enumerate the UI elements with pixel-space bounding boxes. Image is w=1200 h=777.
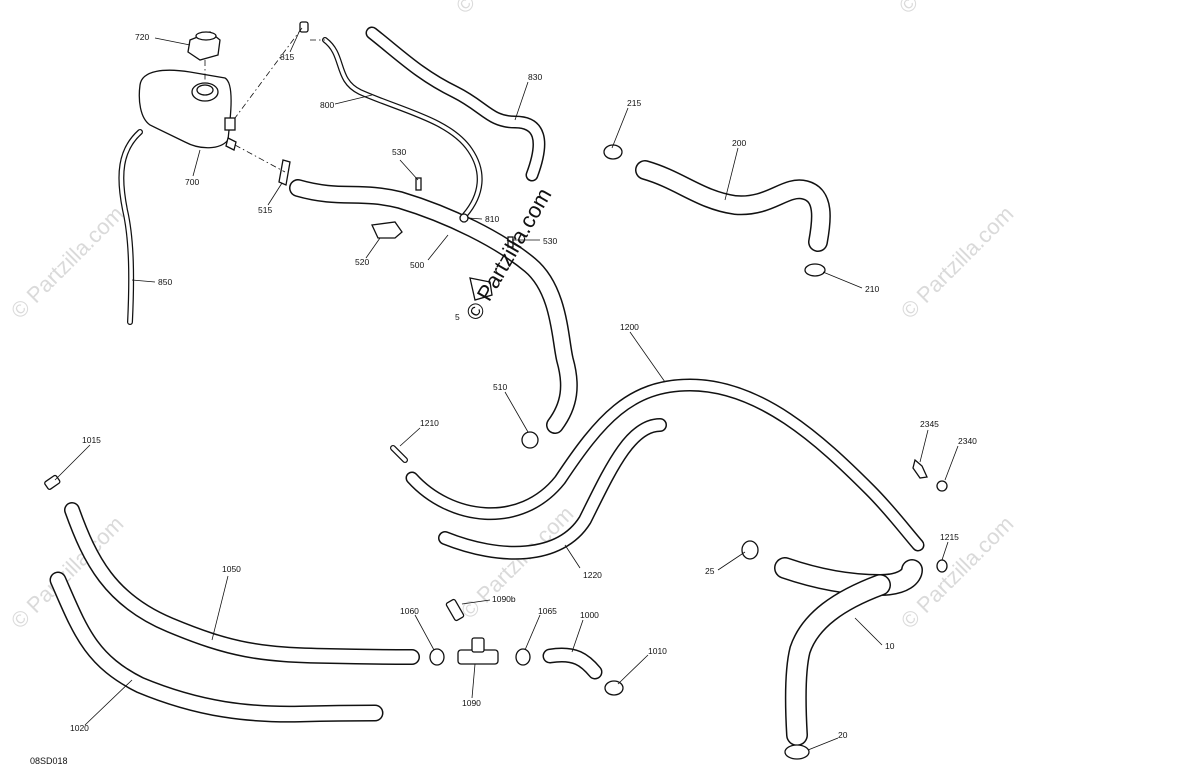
callout-1090b[interactable]: 1090b xyxy=(492,594,516,604)
callout-1210[interactable]: 1210 xyxy=(420,418,439,428)
assembly-lines xyxy=(204,27,325,173)
callout-830[interactable]: 830 xyxy=(528,72,542,82)
callout-850[interactable]: 850 xyxy=(158,277,172,287)
callout-20[interactable]: 20 xyxy=(838,730,848,740)
hose-1210 xyxy=(390,445,408,463)
part-520-clip xyxy=(371,221,403,239)
leader-lines xyxy=(54,29,959,751)
hose-10 xyxy=(774,557,923,746)
part-1060-clamp xyxy=(429,648,445,666)
part-810-nut xyxy=(459,213,469,223)
hose-1000 xyxy=(542,647,603,680)
hose-500 xyxy=(289,179,578,434)
part-700-reservoir xyxy=(138,69,237,151)
callout-810[interactable]: 810 xyxy=(485,214,499,224)
part-2340-nut xyxy=(936,480,948,492)
hose-850 xyxy=(118,129,143,325)
callout-520[interactable]: 520 xyxy=(355,257,369,267)
part-720-cap xyxy=(187,31,221,61)
hose-200 xyxy=(635,160,831,252)
callout-1220[interactable]: 1220 xyxy=(583,570,602,580)
callout-1015[interactable]: 1015 xyxy=(82,435,101,445)
callout-1065[interactable]: 1065 xyxy=(538,606,557,616)
callout-720[interactable]: 720 xyxy=(135,32,149,42)
hose-800 xyxy=(322,37,483,218)
callout-500[interactable]: 500 xyxy=(410,260,424,270)
callout-1050[interactable]: 1050 xyxy=(222,564,241,574)
callout-800[interactable]: 800 xyxy=(320,100,334,110)
callout-1060[interactable]: 1060 xyxy=(400,606,419,616)
watermark-faint: © Partzilla.com xyxy=(896,201,1019,324)
hose-1200 xyxy=(405,378,925,552)
part-1090b-sensor xyxy=(445,598,465,622)
callout-200[interactable]: 200 xyxy=(732,138,746,148)
callouts: 720 815 800 830 700 515 530 810 530 520 … xyxy=(70,32,977,740)
hoses xyxy=(49,26,925,746)
callout-530[interactable]: 530 xyxy=(543,236,557,246)
part-1215-clamp xyxy=(936,559,948,573)
callout-215[interactable]: 215 xyxy=(627,98,641,108)
callout-1000[interactable]: 1000 xyxy=(580,610,599,620)
part-530-bolt xyxy=(415,177,514,248)
part-5-clip xyxy=(469,277,493,301)
hose-1050 xyxy=(64,502,420,665)
part-515-bracket xyxy=(278,159,291,186)
callout-5[interactable]: 5 xyxy=(455,312,460,322)
watermark-faint: © Partzilla.com xyxy=(6,201,129,324)
part-2345-sensor xyxy=(912,458,928,479)
part-215-clamp xyxy=(603,144,623,160)
callout-1010[interactable]: 1010 xyxy=(648,646,667,656)
part-20-clamp xyxy=(784,744,810,760)
watermark-faint: © Partzilla.com xyxy=(451,0,574,19)
hose-1020 xyxy=(49,571,384,723)
callout-1090[interactable]: 1090 xyxy=(462,698,481,708)
callout-815[interactable]: 815 xyxy=(280,52,294,62)
part-210-clamp xyxy=(804,263,826,277)
callout-25[interactable]: 25 xyxy=(705,566,715,576)
callout-10[interactable]: 10 xyxy=(885,641,895,651)
hose-830 xyxy=(365,26,546,182)
callout-210[interactable]: 210 xyxy=(865,284,879,294)
part-1065-clamp xyxy=(515,648,531,666)
callout-1215[interactable]: 1215 xyxy=(940,532,959,542)
callout-530[interactable]: 530 xyxy=(392,147,406,157)
part-1090-tee xyxy=(457,637,499,665)
callout-700[interactable]: 700 xyxy=(185,177,199,187)
watermark-faint: © Partzilla.com xyxy=(894,0,1017,19)
part-815-clamp xyxy=(299,21,309,33)
callout-1020[interactable]: 1020 xyxy=(70,723,89,733)
callout-2340[interactable]: 2340 xyxy=(958,436,977,446)
callout-1200[interactable]: 1200 xyxy=(620,322,639,332)
diagram-code: 08SD018 xyxy=(30,756,68,766)
parts xyxy=(44,21,948,760)
part-25-clamp xyxy=(741,540,759,560)
callout-515[interactable]: 515 xyxy=(258,205,272,215)
callout-2345[interactable]: 2345 xyxy=(920,419,939,429)
part-1010-clamp xyxy=(604,680,624,696)
callout-510[interactable]: 510 xyxy=(493,382,507,392)
hose-1220 xyxy=(438,418,667,560)
part-510-clamp xyxy=(521,431,539,449)
watermark-faint: © Partzilla.com xyxy=(456,501,579,624)
